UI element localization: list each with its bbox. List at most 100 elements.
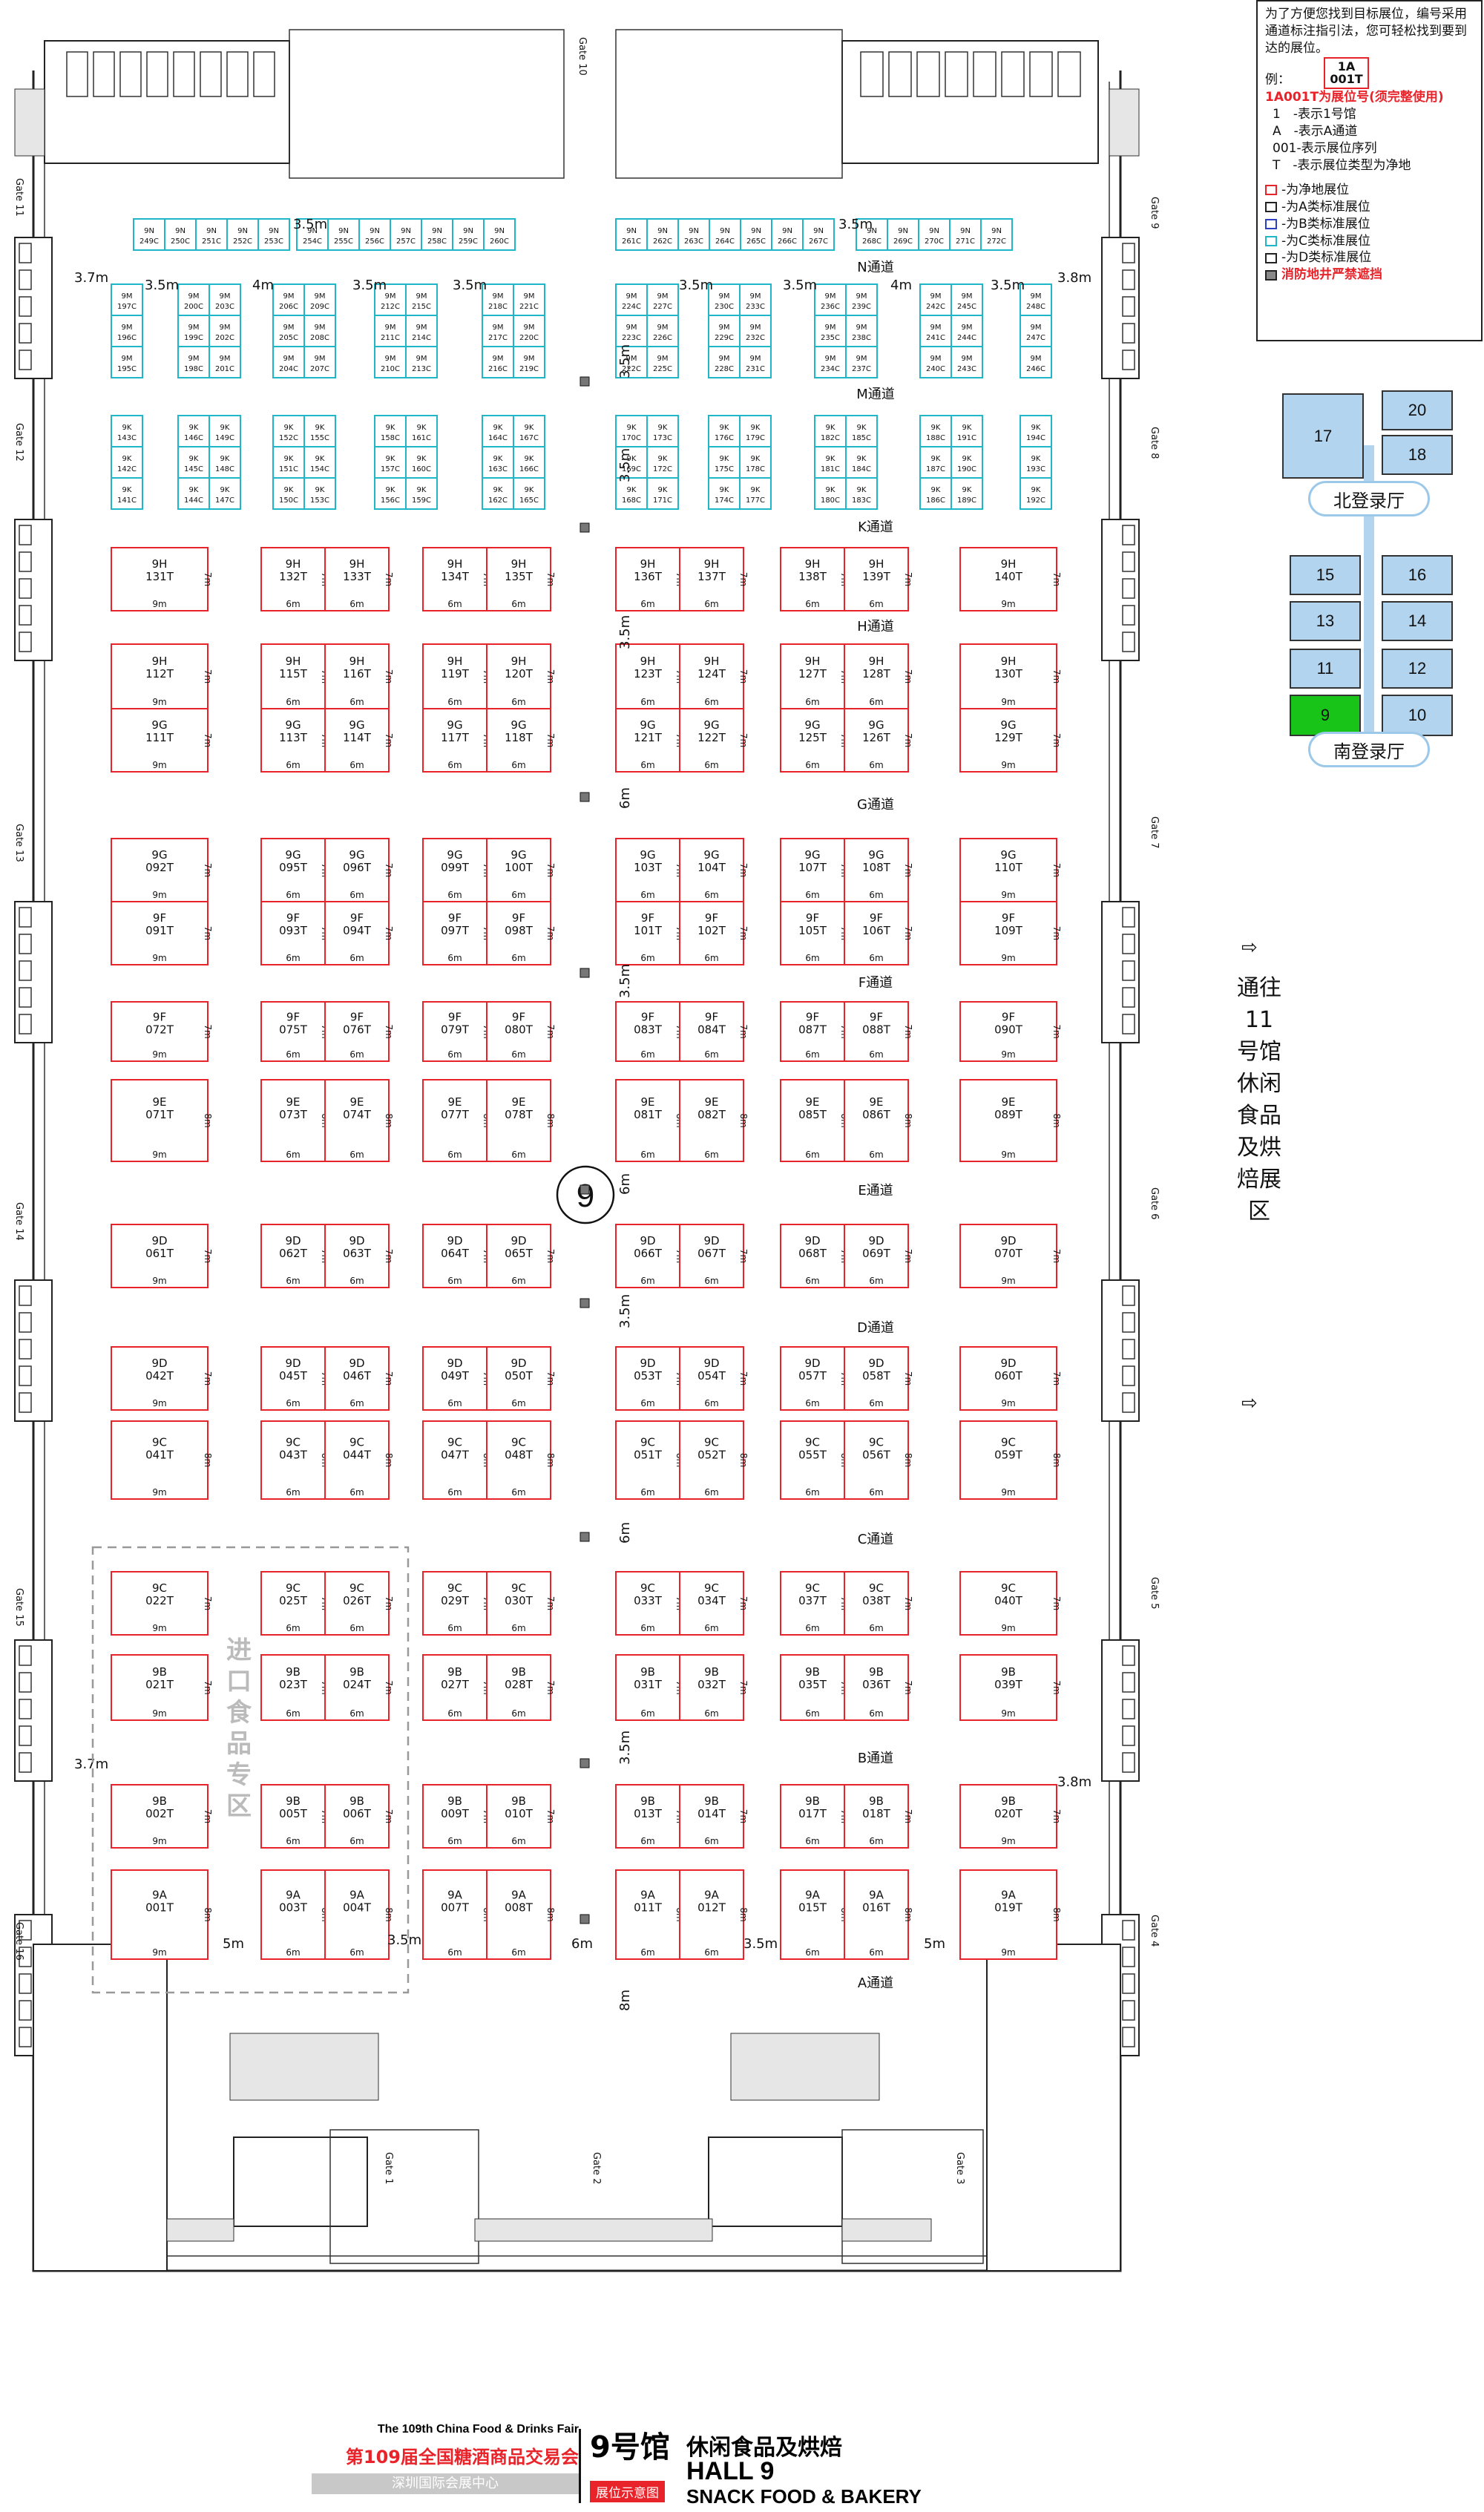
booth-outline (486, 1079, 551, 1162)
booth-depth: 7m (903, 1249, 913, 1263)
booth-outline (422, 838, 487, 902)
booth-outline (405, 415, 438, 447)
gate-label: Gate 8 (1149, 427, 1160, 459)
booth-hall-code: 9B (349, 1794, 364, 1808)
booth-hall-code: 9M (122, 324, 133, 332)
booth-outline (845, 283, 878, 316)
booth-depth: 7m (384, 1809, 394, 1823)
booth-hall-code: 9K (931, 424, 941, 432)
booth: 9C029T6m7m (422, 1571, 492, 1636)
booth-outline (422, 1869, 487, 1960)
booth-number: 182C (821, 434, 840, 442)
booth: 9D066T6m7m (615, 1224, 685, 1288)
side-cell (19, 2027, 32, 2047)
booth-width: 6m (805, 1623, 819, 1633)
booth-number: 131T (145, 570, 174, 583)
booth-outline (177, 446, 210, 479)
booth: 9H119T6m7m (422, 643, 492, 709)
booth-hall-code: 9M (524, 292, 535, 301)
booth-hall-code: 9G (285, 848, 301, 862)
booth-hall-code: 9E (349, 1095, 364, 1109)
booth-hall-code: 9K (1031, 455, 1041, 463)
gate-label: Gate 9 (1149, 197, 1160, 229)
arrow-right-icon: ⇨ (1241, 1392, 1258, 1414)
booth-hall-code: 9K (826, 486, 835, 494)
dim-label: 3.7m (74, 1757, 108, 1772)
booth-number: 272C (987, 237, 1006, 246)
north-lobby: 北登录厅 (1308, 481, 1430, 516)
booth-number: 021T (145, 1678, 174, 1691)
room-cell (1001, 51, 1025, 97)
booth-depth: 7m (738, 926, 749, 940)
booth-number: 001T (145, 1901, 174, 1914)
booth-number: 012T (697, 1901, 726, 1914)
booth-outline (919, 477, 952, 510)
booth-outline (959, 1420, 1057, 1500)
booth-width: 6m (704, 1708, 718, 1719)
dim-label: 3.5m (453, 278, 487, 293)
booth-hall-code: 9M (930, 355, 942, 363)
side-cell (1122, 934, 1135, 954)
gate-label: Gate 10 (577, 37, 588, 76)
booth-depth: 7m (203, 926, 213, 940)
booth-number: 042T (145, 1369, 174, 1383)
booth-depth: 7m (738, 1596, 749, 1610)
booth-width: 6m (349, 1150, 364, 1160)
booth-hall-code: 9K (525, 424, 534, 432)
booth-width: 9m (1001, 1623, 1015, 1633)
booth-hall-code: 9M (750, 355, 761, 363)
booth-number: 263C (684, 237, 703, 246)
booth-depth: 8m (903, 1453, 913, 1467)
booth-hall-code: 9M (657, 324, 669, 332)
booth-outline (615, 1571, 680, 1636)
booth-depth: 8m (545, 1113, 556, 1127)
booth-outline (111, 547, 209, 611)
import-zone-char: 专 (226, 1760, 252, 1790)
booth-width: 6m (349, 1398, 364, 1409)
booth-width: 6m (869, 599, 883, 609)
booth-number: 097T (441, 924, 470, 937)
booth: 9F083T6m7m (615, 1001, 685, 1062)
booth: 9H132T6m7m (260, 547, 330, 611)
booth-hall-code: 9C (1001, 1436, 1016, 1449)
booth-number: 199C (184, 334, 203, 342)
booth-hall-code: 9M (315, 324, 326, 332)
hall-17: 17 (1282, 393, 1364, 479)
booth-number: 168C (622, 496, 641, 505)
booth-hall-code: 9G (1000, 848, 1016, 862)
booth-width: 6m (447, 1947, 462, 1958)
room-cell (146, 51, 168, 97)
booth-hall-code: 9M (315, 292, 326, 301)
booth-width: 9m (1001, 1947, 1015, 1958)
booth-hall-code: 9K (417, 455, 427, 463)
booth-number: 020T (994, 1807, 1023, 1820)
side-cell (1122, 2000, 1135, 2021)
booth-hall-code: 9N (206, 227, 217, 235)
side-cell (1122, 296, 1135, 317)
stair-top-right (1109, 88, 1140, 157)
booth-hall-code: 9M (719, 355, 730, 363)
booth-width: 6m (511, 1623, 525, 1633)
booth-hall-code: 9D (868, 1357, 884, 1370)
booth-number: 048T (505, 1449, 533, 1462)
booth-width: 6m (286, 890, 300, 900)
booth-number: 030T (505, 1594, 533, 1607)
booth-width: 6m (805, 599, 819, 609)
